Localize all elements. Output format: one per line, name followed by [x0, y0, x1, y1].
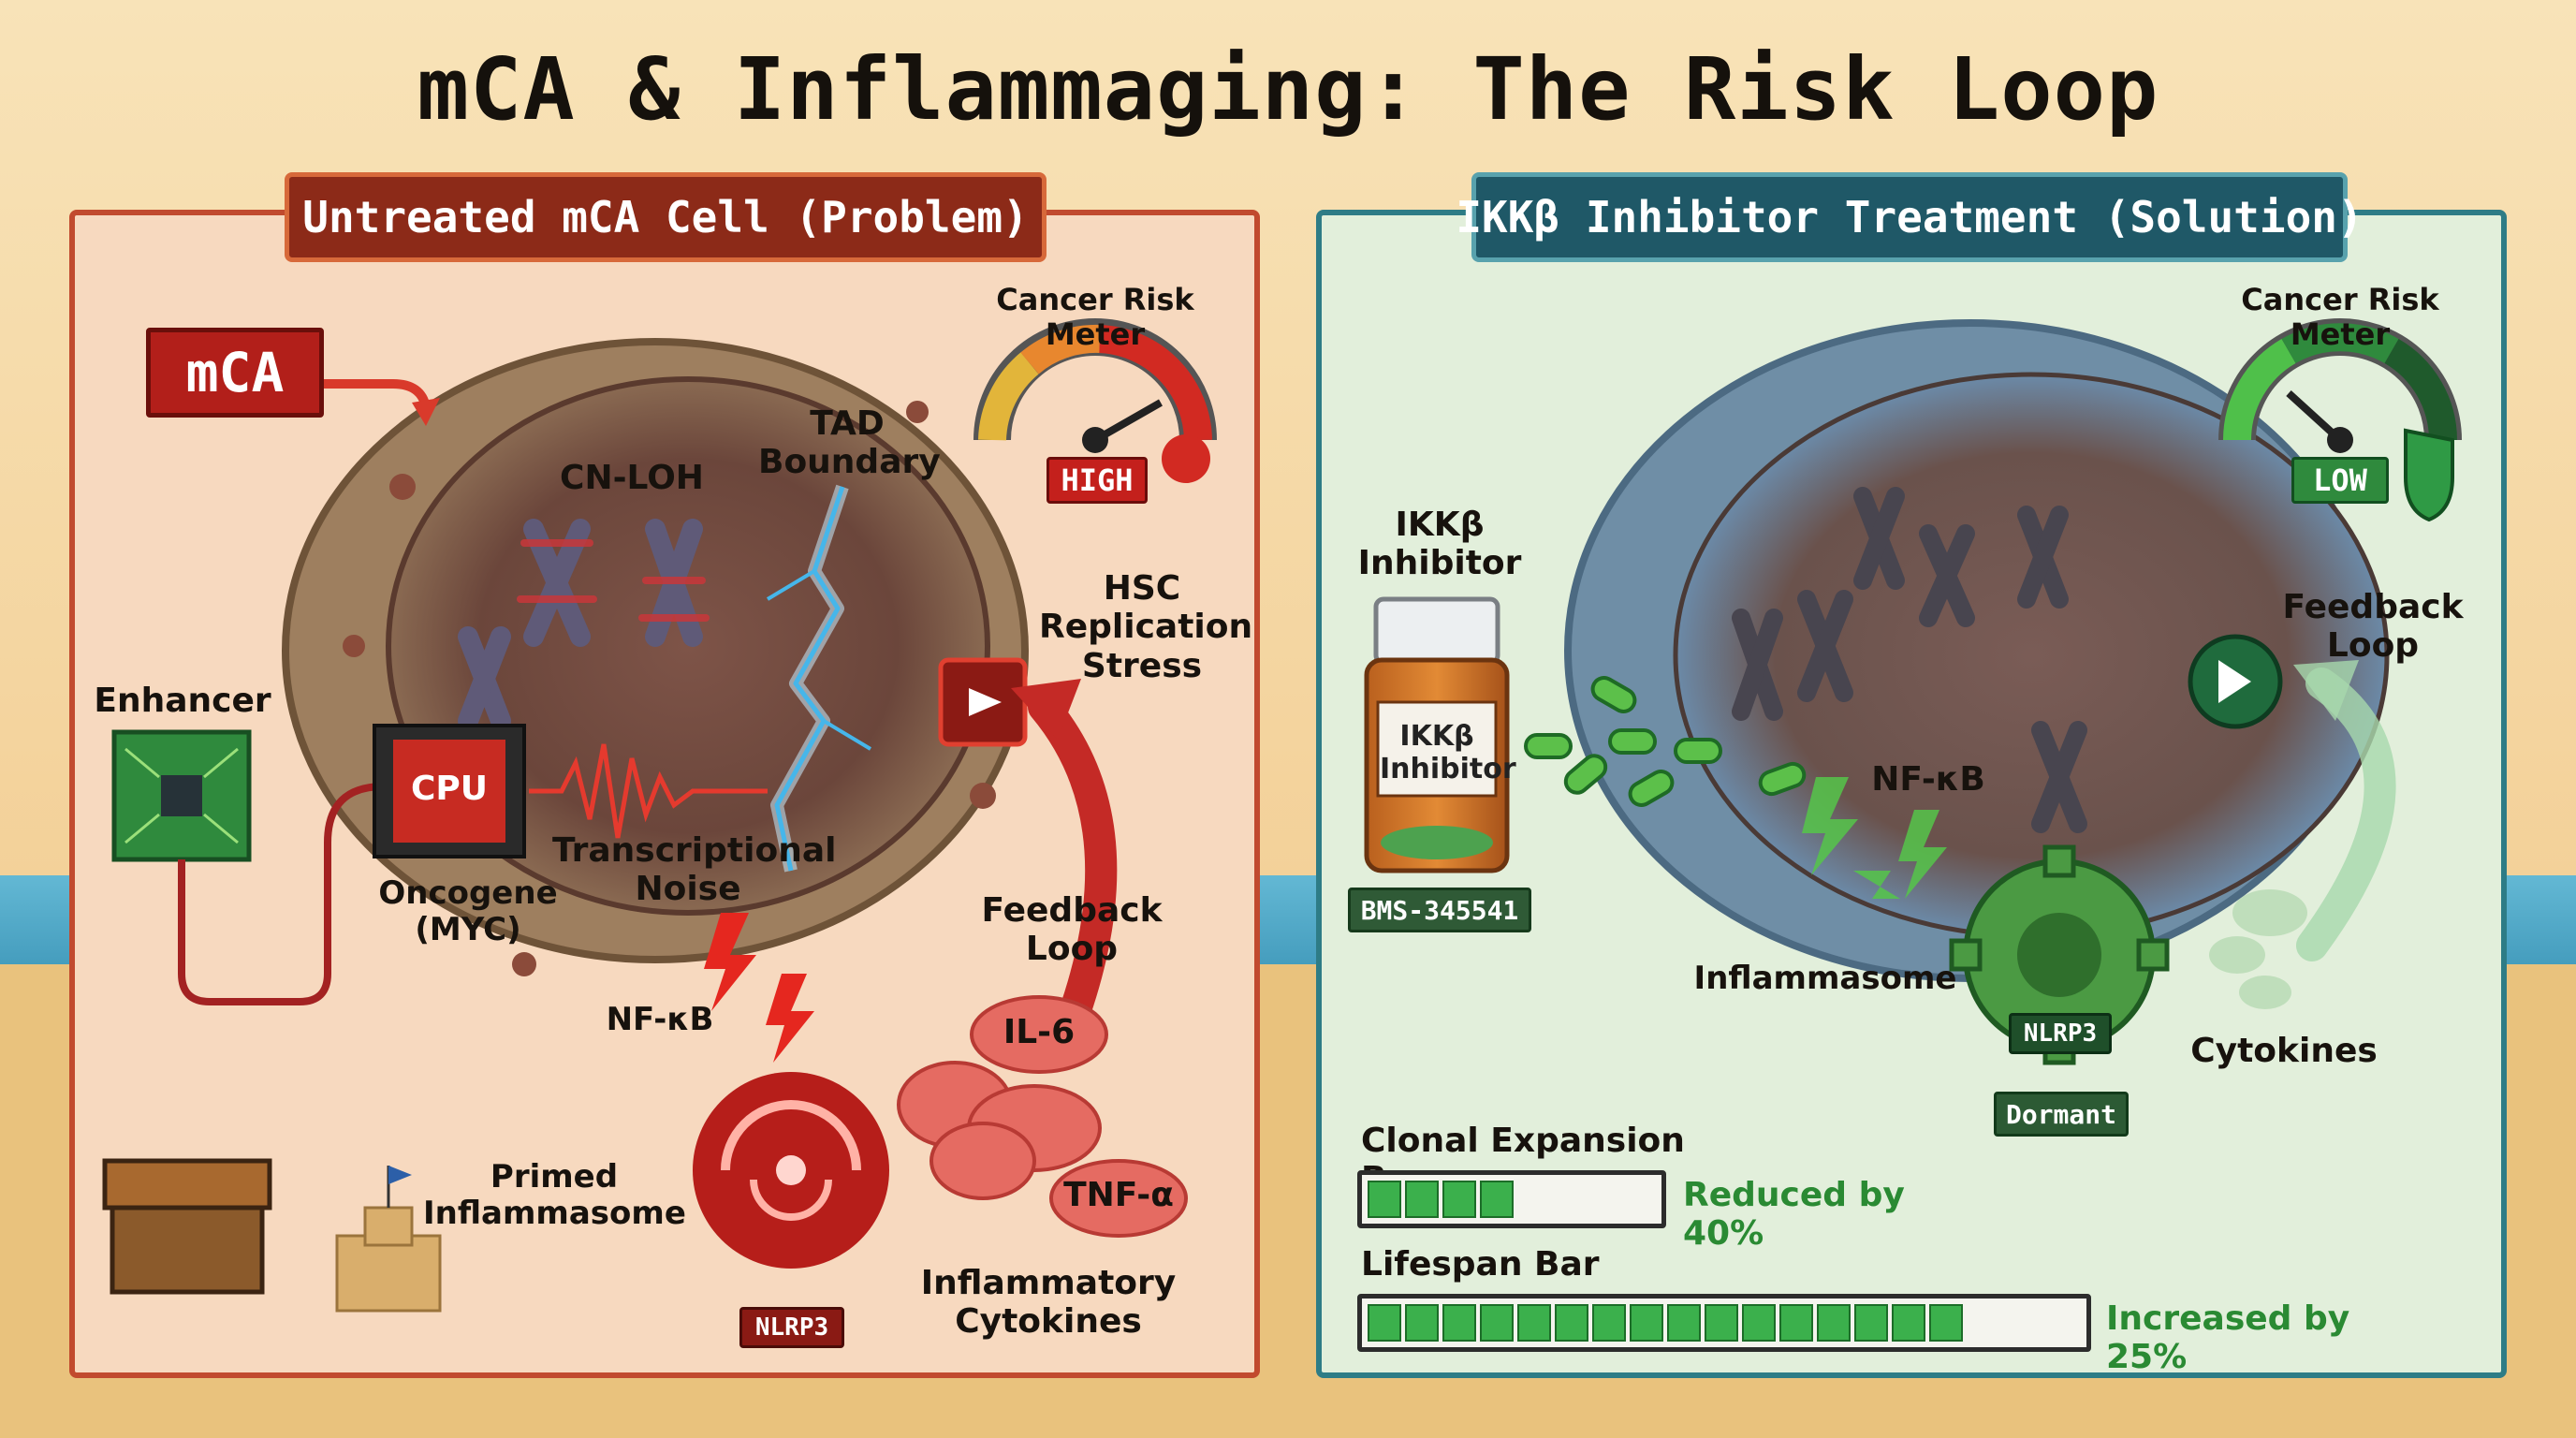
- lifespan-bar: [1357, 1294, 2091, 1352]
- bar-segment: [1742, 1304, 1776, 1342]
- enhancer-wire: [178, 783, 385, 1005]
- bar-segment: [1442, 1304, 1476, 1342]
- bar-segment: [1929, 1304, 1963, 1342]
- bar-segment: [1368, 1181, 1401, 1218]
- clonal-expansion-bar-fill: [1368, 1181, 1514, 1218]
- risk-meter-high: [973, 318, 1217, 483]
- bar-segment: [1405, 1304, 1439, 1342]
- tad-boundary-label: TAD Boundary: [758, 404, 941, 482]
- low-risk-badge: LOW: [2291, 457, 2389, 504]
- left-risk-meter-label: Cancer Risk Meter: [996, 282, 1194, 352]
- treated-cell: [1564, 319, 2390, 982]
- bar-segment: [1555, 1304, 1588, 1342]
- transcriptional-noise-label: Transcriptional Noise: [552, 831, 837, 909]
- tnf-alpha-label: TNF-α: [1063, 1176, 1174, 1214]
- cpu-label: CPU: [410, 770, 489, 808]
- hsc-stress-icon: [938, 657, 1028, 747]
- bar-segment: [1368, 1304, 1401, 1342]
- bms-345541-badge: BMS-345541: [1348, 888, 1531, 932]
- cn-loh-label: CN-LOH: [560, 459, 704, 497]
- feedback-arc-right: [2296, 668, 2396, 961]
- enhancer-chip: [111, 729, 252, 862]
- clonal-expansion-result: Reduced by 40%: [1683, 1176, 1905, 1254]
- tad-boundary-lightning: [766, 484, 872, 873]
- bar-segment: [1480, 1304, 1514, 1342]
- bar-segment: [1630, 1304, 1663, 1342]
- nfkb-label-left: NF-κB: [606, 1001, 714, 1038]
- inhibitor-pills: [1524, 676, 1807, 807]
- feedback-arrow-icon: [2188, 634, 2283, 729]
- problem-banner: Untreated mCA Cell (Problem): [285, 172, 1046, 262]
- bar-segment: [1817, 1304, 1851, 1342]
- nfkb-lightning-left: [704, 913, 814, 1063]
- lifespan-bar-fill: [1368, 1304, 1963, 1342]
- primed-inflammasome-label: Primed Inflammasome: [423, 1158, 686, 1233]
- bar-segment: [1480, 1181, 1514, 1218]
- chromosomes-cn-loh: [458, 519, 710, 731]
- feedback-loop-label-right: Feedback Loop: [2282, 588, 2464, 666]
- dormant-inflammasome-gear: [1949, 844, 2170, 1065]
- inflammatory-cytokines-label: Inflammatory Cytokines: [920, 1264, 1177, 1342]
- bar-segment: [1405, 1181, 1439, 1218]
- dormant-badge: Dormant: [1994, 1092, 2129, 1137]
- bar-segment: [1667, 1304, 1701, 1342]
- mca-arrow: [323, 379, 431, 409]
- bar-segment: [1854, 1304, 1888, 1342]
- cpu-chip: [373, 724, 526, 858]
- primed-inflammasome-swirl: [693, 1072, 889, 1269]
- ikkb-inhibitor-label: IKKβ Inhibitor: [1357, 506, 1522, 583]
- cytokines-label: Cytokines: [2190, 1032, 2378, 1070]
- clonal-expansion-bar: [1357, 1170, 1666, 1228]
- feedback-loop-label-left: Feedback Loop: [981, 891, 1163, 969]
- bar-segment: [1592, 1304, 1626, 1342]
- bar-segment: [1892, 1304, 1925, 1342]
- risk-meter-low: [2218, 318, 2462, 522]
- feedback-arc-left: [1028, 691, 1118, 1036]
- pill-bottle: [1364, 596, 1510, 873]
- bar-segment: [1442, 1181, 1476, 1218]
- bar-segment: [1517, 1304, 1551, 1342]
- high-risk-badge: HIGH: [1046, 457, 1148, 504]
- enhancer-label: Enhancer: [94, 682, 271, 720]
- nlrp3-badge-right: NLRP3: [2009, 1013, 2112, 1054]
- sand-castle: [335, 1166, 442, 1313]
- inflammasome-label: Inflammasome: [1693, 960, 1957, 997]
- bar-segment: [1705, 1304, 1738, 1342]
- il6-label: IL-6: [1003, 1013, 1076, 1051]
- treasure-chest: [102, 1158, 272, 1295]
- page-title: mCA & Inflammaging: The Risk Loop: [417, 39, 2159, 139]
- chromosomes-normal: [1732, 487, 2087, 833]
- mca-tag: mCA: [146, 328, 324, 418]
- lifespan-result: Increased by 25%: [2106, 1299, 2350, 1377]
- bar-segment: [1779, 1304, 1813, 1342]
- solution-banner: IKKβ Inhibitor Treatment (Solution): [1456, 172, 2364, 262]
- inflammatory-cytokine-cloud: [897, 995, 1188, 1238]
- faded-cytokine-cloud: [2209, 889, 2307, 1009]
- bottle-label: IKKβ Inhibitor: [1380, 720, 1516, 785]
- oncogene-myc-label: Oncogene (MYC): [378, 874, 558, 949]
- nfkb-label-right: NF-κB: [1871, 760, 1985, 799]
- nfkb-lightning-right: [1802, 777, 1947, 899]
- lifespan-bar-label: Lifespan Bar: [1361, 1245, 1600, 1284]
- noise-waveform: [529, 743, 768, 839]
- hsc-replication-stress-label: HSC Replication Stress: [1039, 569, 1253, 685]
- nlrp3-badge-left: NLRP3: [739, 1307, 844, 1348]
- right-risk-meter-label: Cancer Risk Meter: [2241, 282, 2439, 352]
